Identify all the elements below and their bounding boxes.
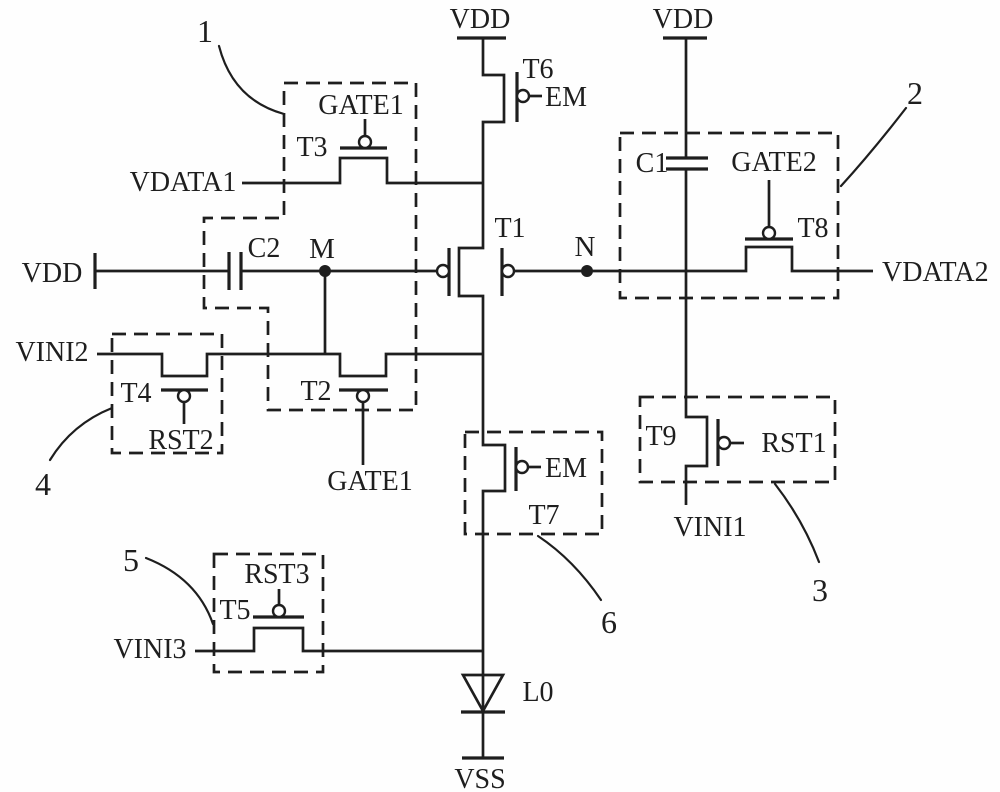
wire-main-vertical xyxy=(457,38,507,758)
label-node-m: M xyxy=(309,233,335,265)
label-rst1: RST1 xyxy=(761,428,826,459)
label-t4: T4 xyxy=(120,378,151,409)
transistor-t7 xyxy=(514,447,541,491)
group-box-1-outline xyxy=(202,81,418,412)
label-c2: C2 xyxy=(248,233,281,264)
labels: VDD VDD VDD VSS VDATA1 VDATA2 VINI2 VINI… xyxy=(15,4,988,792)
label-t5: T5 xyxy=(219,595,250,626)
transistor-t4 xyxy=(161,388,208,424)
wire-c1-t9-vini1 xyxy=(684,169,709,505)
callout-leaders xyxy=(48,44,908,626)
wire-n-t8-vdata2 xyxy=(514,245,873,273)
t8-gate-bubble xyxy=(761,225,777,241)
led-l0 xyxy=(460,673,506,714)
node-n-dot xyxy=(581,265,593,277)
leader-2 xyxy=(839,106,908,188)
t2-gate-bubble xyxy=(355,388,371,404)
callout-2: 2 xyxy=(907,75,923,111)
t1-right-gate-bubble xyxy=(500,263,516,279)
wire-vdata1-t3 xyxy=(242,156,483,185)
label-vdd-top-right: VDD xyxy=(653,4,714,35)
transistor-t2 xyxy=(339,388,388,465)
label-t8: T8 xyxy=(797,213,828,244)
transistor-t5 xyxy=(253,589,304,619)
transistor-t9 xyxy=(716,419,744,466)
label-rst2: RST2 xyxy=(148,425,213,456)
transistor-t8 xyxy=(745,180,793,241)
label-vdd-top-center: VDD xyxy=(450,4,511,35)
label-em-t7: EM xyxy=(545,453,587,484)
label-t9: T9 xyxy=(645,421,676,452)
callout-6: 6 xyxy=(601,604,617,640)
label-vdata2: VDATA2 xyxy=(882,257,989,288)
leader-1 xyxy=(217,44,286,116)
leader-3 xyxy=(773,482,821,564)
label-t1: T1 xyxy=(494,213,525,244)
label-em-t6: EM xyxy=(545,82,587,113)
label-vss: VSS xyxy=(454,764,505,792)
label-vdd-left: VDD xyxy=(22,258,83,289)
callout-3: 3 xyxy=(812,572,828,608)
t4-gate-bubble xyxy=(176,388,192,404)
label-c1: C1 xyxy=(636,148,669,179)
wires xyxy=(93,36,873,760)
transistor-t1 xyxy=(435,248,516,296)
leader-6 xyxy=(536,534,603,602)
t7-gate-bubble xyxy=(514,459,530,475)
capacitor-c1 xyxy=(666,156,708,171)
label-gate1-t2: GATE1 xyxy=(327,466,413,497)
t1-left-gate-bubble xyxy=(435,263,451,279)
label-l0: L0 xyxy=(522,677,553,708)
wire-vini2-t4-t2 xyxy=(97,352,483,378)
label-rst3: RST3 xyxy=(244,559,309,590)
t3-gate-bubble xyxy=(357,134,373,150)
t5-gate-bubble xyxy=(271,603,287,619)
group-box-2-outline xyxy=(618,131,840,300)
label-t6: T6 xyxy=(522,54,553,85)
label-t3: T3 xyxy=(296,132,327,163)
group-box-5-outline xyxy=(212,552,325,674)
label-node-n: N xyxy=(575,231,596,263)
t9-gate-bubble xyxy=(716,435,732,451)
label-vini3: VINI3 xyxy=(113,634,186,665)
label-vini1: VINI1 xyxy=(673,512,746,543)
callout-1: 1 xyxy=(197,13,213,49)
label-vini2: VINI2 xyxy=(15,337,88,368)
node-m-dot xyxy=(319,265,331,277)
label-vdata1: VDATA1 xyxy=(130,167,237,198)
t6-gate-bubble xyxy=(515,88,531,104)
group-box-4-outline xyxy=(110,332,224,455)
leader-5 xyxy=(144,556,215,626)
group-box-3-outline xyxy=(638,395,837,484)
dashed-outlines xyxy=(110,81,840,674)
label-gate2: GATE2 xyxy=(731,147,817,178)
group-box-6-outline xyxy=(463,430,604,536)
l0-anode-triangle xyxy=(460,673,506,714)
transistor-t6 xyxy=(515,72,542,122)
callout-5: 5 xyxy=(123,542,139,578)
label-t7: T7 xyxy=(528,500,559,531)
label-t2: T2 xyxy=(300,376,331,407)
callout-4: 4 xyxy=(35,466,51,502)
leader-4 xyxy=(48,406,114,462)
capacitor-c2 xyxy=(227,252,243,290)
label-gate1-t3: GATE1 xyxy=(318,90,404,121)
wire-vini3-t5 xyxy=(195,626,483,653)
transistor-t3 xyxy=(340,119,387,150)
